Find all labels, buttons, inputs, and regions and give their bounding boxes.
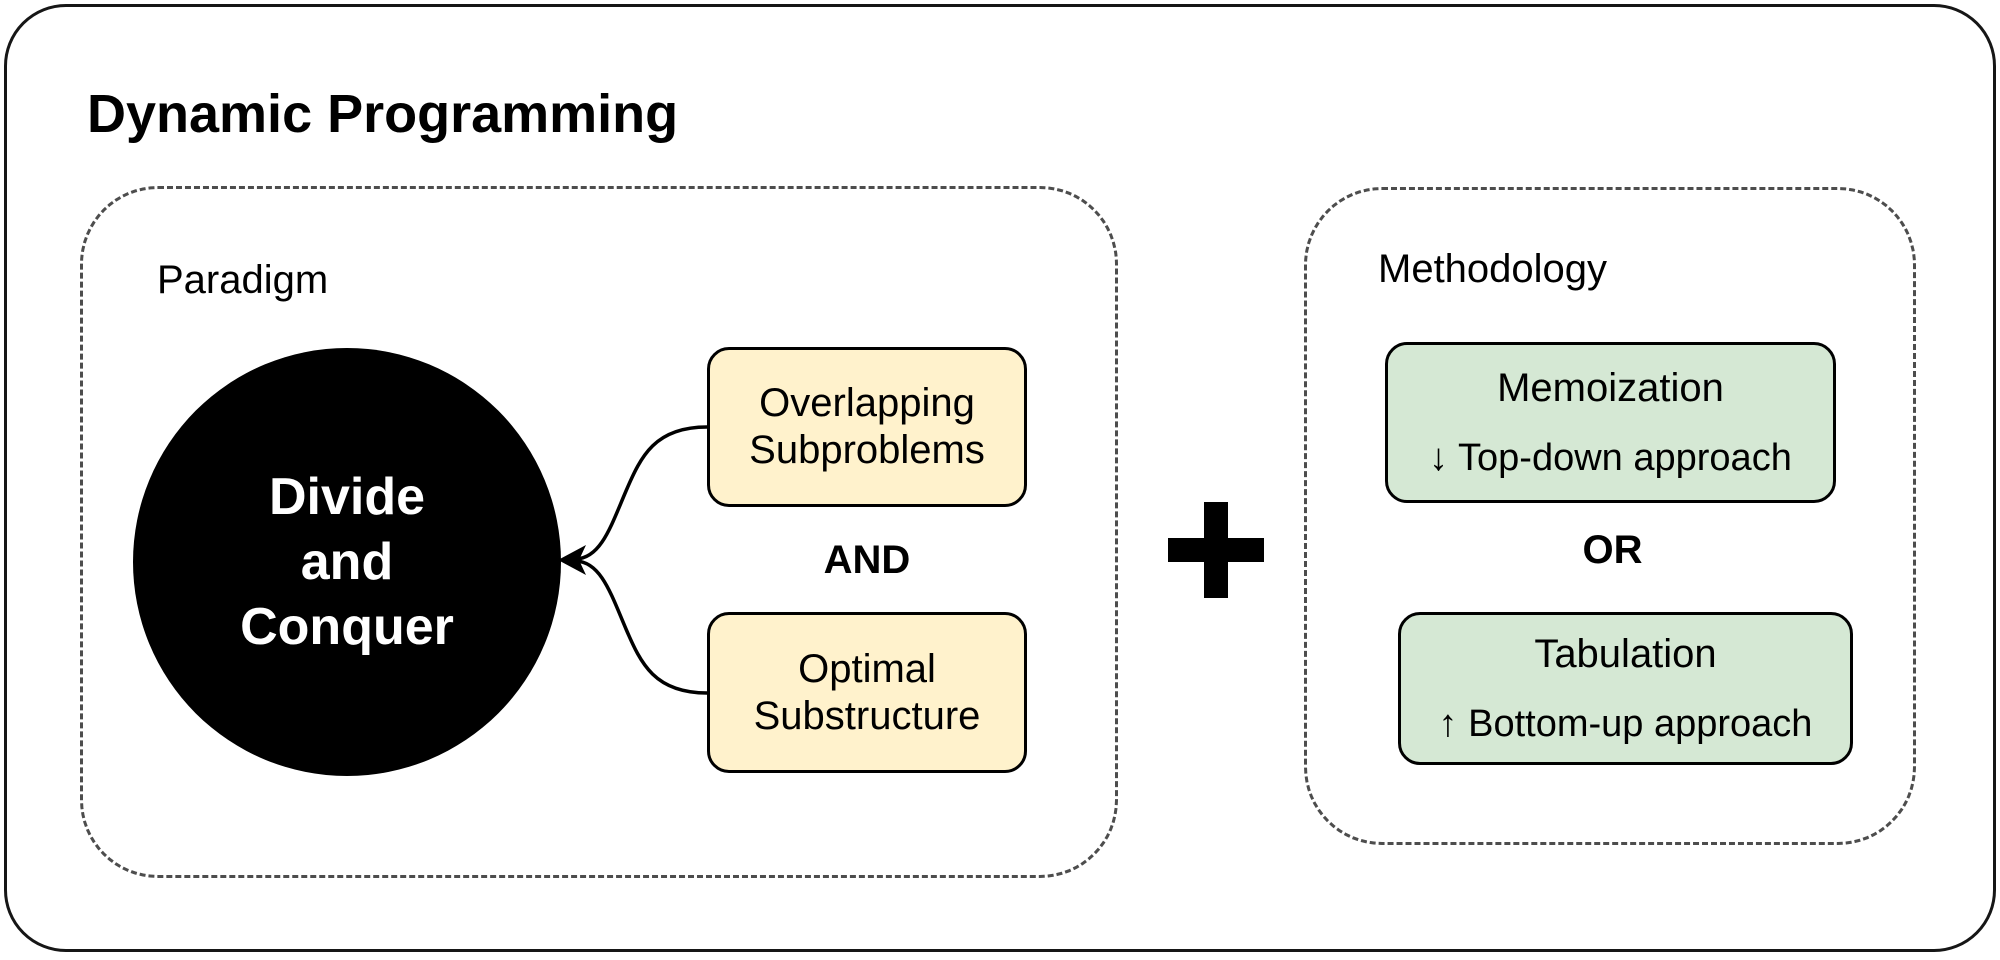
divide-and-conquer-label: Divide and Conquer	[240, 467, 454, 656]
memoization-node: Memoization ↓ Top-down approach	[1385, 342, 1836, 503]
plus-icon	[1168, 502, 1264, 598]
tabulation-subtitle: ↑ Bottom-up approach	[1438, 702, 1813, 745]
or-connector-word: OR	[1582, 528, 1643, 572]
and-connector-word: AND	[823, 538, 911, 582]
tabulation-title: Tabulation	[1534, 631, 1717, 676]
paradigm-group-box	[80, 186, 1118, 878]
methodology-group-box	[1304, 187, 1916, 845]
overlapping-subproblems-label: Overlapping Subproblems	[749, 381, 985, 472]
overlapping-subproblems-node: Overlapping Subproblems	[707, 347, 1027, 507]
memoization-title: Memoization	[1497, 365, 1724, 410]
divide-and-conquer-node: Divide and Conquer	[133, 348, 561, 776]
page-title: Dynamic Programming	[87, 84, 679, 144]
paradigm-group-label: Paradigm	[157, 258, 329, 302]
memoization-subtitle: ↓ Top-down approach	[1429, 436, 1792, 479]
optimal-substructure-node: Optimal Substructure	[707, 612, 1027, 773]
tabulation-node: Tabulation ↑ Bottom-up approach	[1398, 612, 1853, 765]
optimal-substructure-label: Optimal Substructure	[753, 646, 981, 738]
methodology-group-label: Methodology	[1378, 247, 1608, 291]
